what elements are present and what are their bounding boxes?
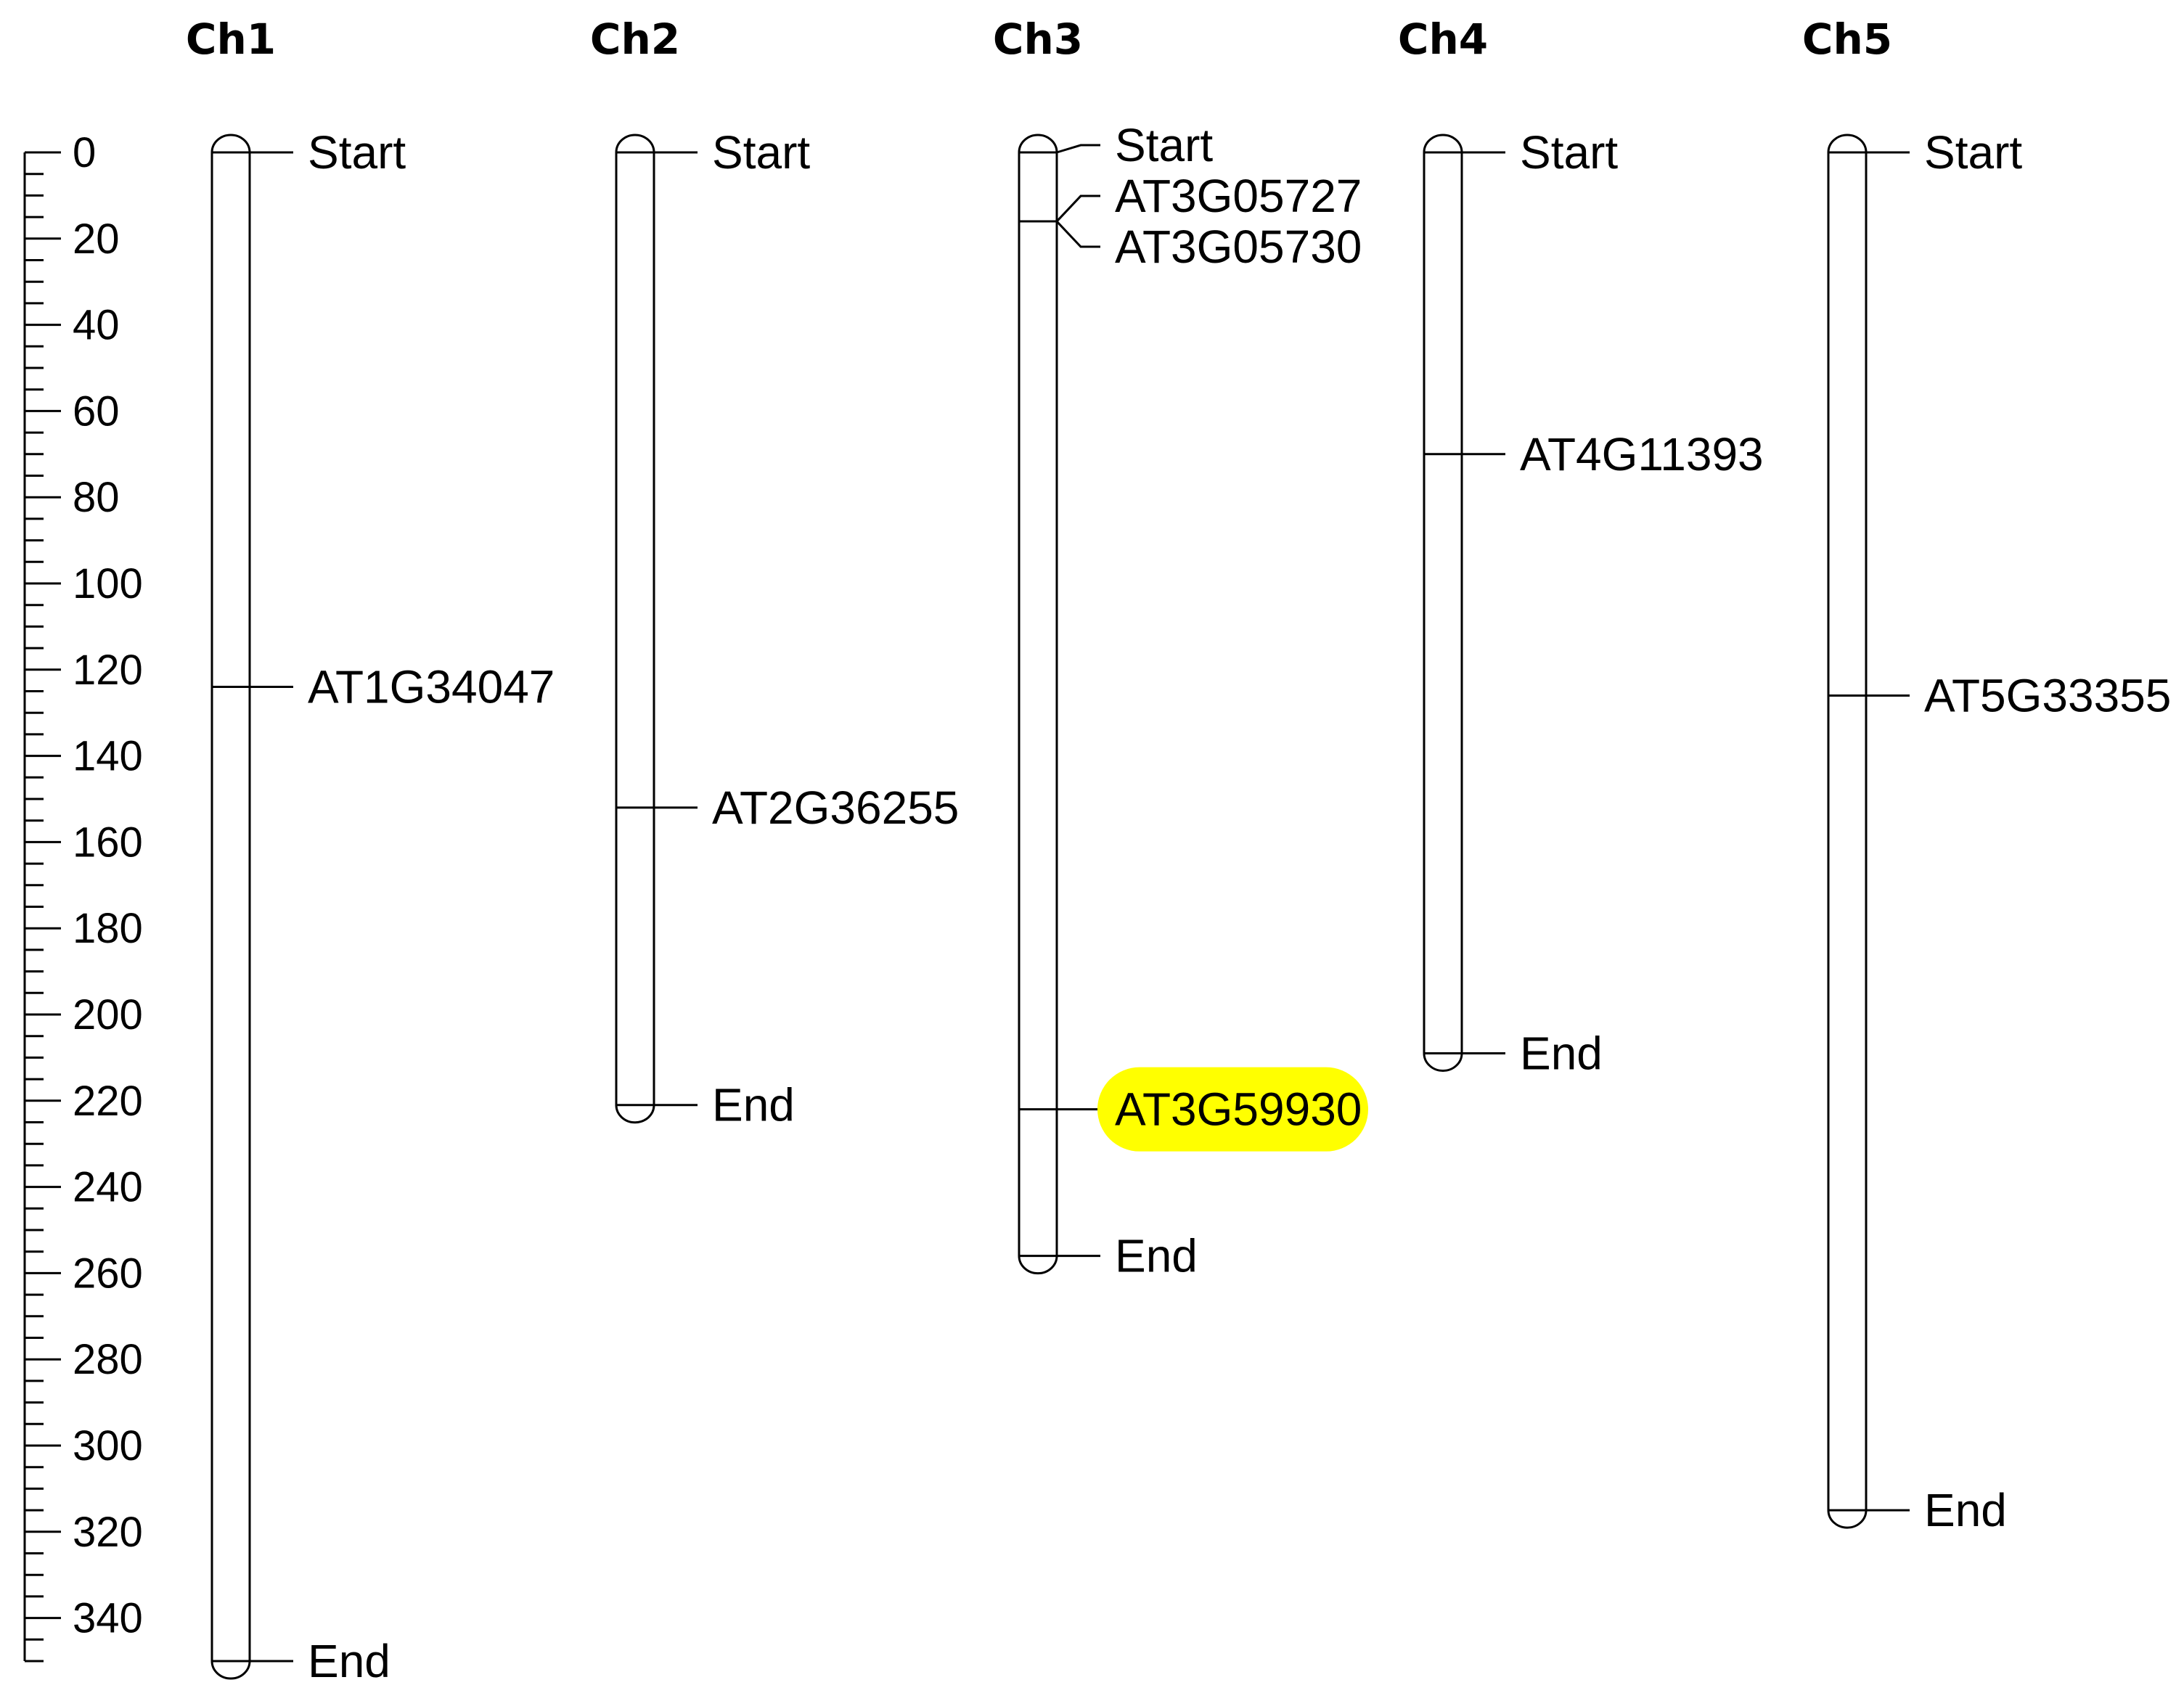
scale-tick-label: 180 [73,905,143,952]
marker-at3g59930: AT3G59930 [1019,1067,1368,1152]
marker-start: Start [1462,126,1618,179]
marker-end: End [250,1635,390,1687]
scale-tick-label: 280 [73,1336,143,1383]
marker-label: Start [1520,126,1618,179]
marker-label: End [712,1079,795,1131]
scale-tick-label: 40 [73,302,120,349]
marker-at4g11393: AT4G11393 [1424,428,1764,480]
marker-label: Start [308,126,406,179]
chromosome-body [1018,134,1058,1275]
chromosome-body [1827,134,1868,1529]
marker-at1g34047: AT1G34047 [212,661,555,713]
scale-tick-label: 140 [73,733,143,780]
marker-end: End [654,1079,795,1131]
marker-start: Start [1056,119,1213,171]
marker-leader [1056,144,1100,154]
chromosome-body [1423,134,1463,1072]
marker-label: AT2G36255 [712,782,959,834]
scale-tick-label: 160 [73,819,143,866]
marker-at2g36255: AT2G36255 [616,782,959,834]
scale-tick-label: 340 [73,1595,143,1642]
marker-label: Start [1924,126,2022,179]
scale-tick-label: 220 [73,1078,143,1125]
scale-tick-label: 20 [73,216,120,263]
marker-label: AT1G34047 [308,661,555,713]
scale-tick-label: 120 [73,647,143,694]
marker-label: AT3G59930 [1115,1083,1362,1136]
marker-label: AT5G33355 [1924,669,2171,721]
chromosome-body [615,134,655,1124]
scale-tick-label: 260 [73,1250,143,1297]
chromosome-title: Ch1 [186,15,276,64]
marker-label: End [1520,1027,1603,1079]
scale-ruler: 0 20 40 60 80 100 120 140 160 180 200 220 240 260 280 3… [23,129,143,1663]
scale-tick-label: 200 [73,991,143,1038]
scale-tick-label: 320 [73,1509,143,1556]
marker-end: End [1057,1230,1198,1282]
chromosome-title: Ch5 [1802,15,1892,64]
marker-label: End [1924,1484,2007,1536]
marker-leader [1055,194,1100,223]
marker-end: End [1866,1484,2007,1536]
marker-highlight [1097,1067,1368,1152]
marker-start: Start [1866,126,2022,179]
marker-label: Start [712,126,810,179]
chromosome-title: Ch3 [993,15,1083,64]
chromosome-body [210,134,251,1680]
marker-at3g05727: AT3G05727 [1019,170,1362,223]
marker-end: End [1462,1027,1603,1079]
marker-start: Start [250,126,406,179]
scale-tick-label: 0 [73,129,96,176]
scale-tick-label: 60 [73,388,120,435]
scale-tick-label: 100 [73,560,143,607]
marker-start: Start [654,126,810,179]
marker-label: AT3G05727 [1115,170,1362,222]
scale-tick-label: 80 [73,474,120,521]
marker-leader [1055,221,1100,248]
marker-at5g33355: AT5G33355 [1828,669,2171,721]
chromosome-title: Ch4 [1398,15,1488,64]
marker-label: AT3G05730 [1115,221,1362,273]
chromosome-title: Ch2 [590,15,680,64]
marker-label: AT4G11393 [1520,428,1764,480]
marker-label: End [308,1635,390,1687]
marker-label: End [1115,1230,1198,1282]
marker-label: Start [1115,119,1213,171]
scale-tick-label: 240 [73,1164,143,1211]
marker-at3g05730: AT3G05730 [1019,220,1362,273]
scale-tick-label: 300 [73,1422,143,1470]
